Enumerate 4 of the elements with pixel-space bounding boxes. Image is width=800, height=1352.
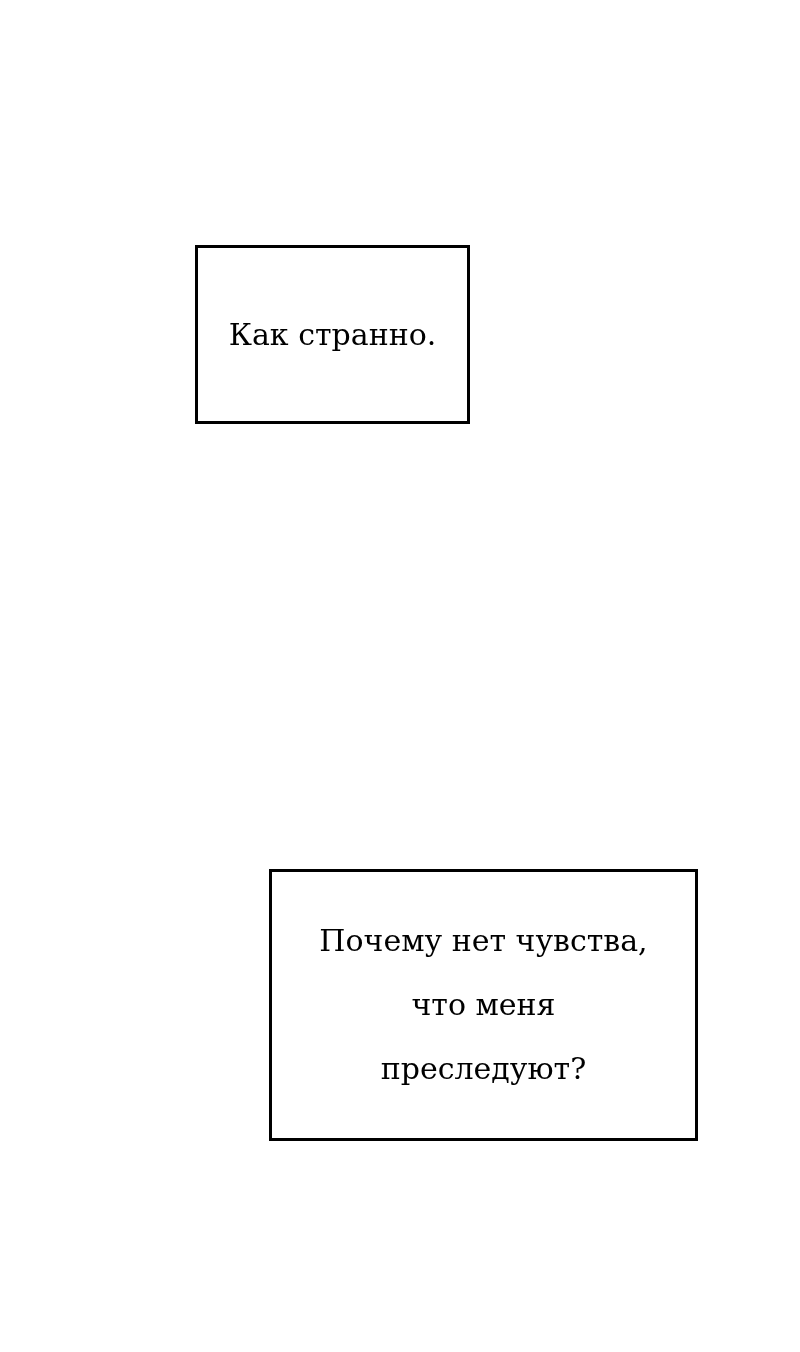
- caption-text: Почему нет чувства, что меня преследуют?: [318, 922, 649, 1088]
- caption-box: [195, 245, 470, 424]
- caption-box: [269, 869, 698, 1141]
- caption-text: Как странно.: [228, 315, 437, 354]
